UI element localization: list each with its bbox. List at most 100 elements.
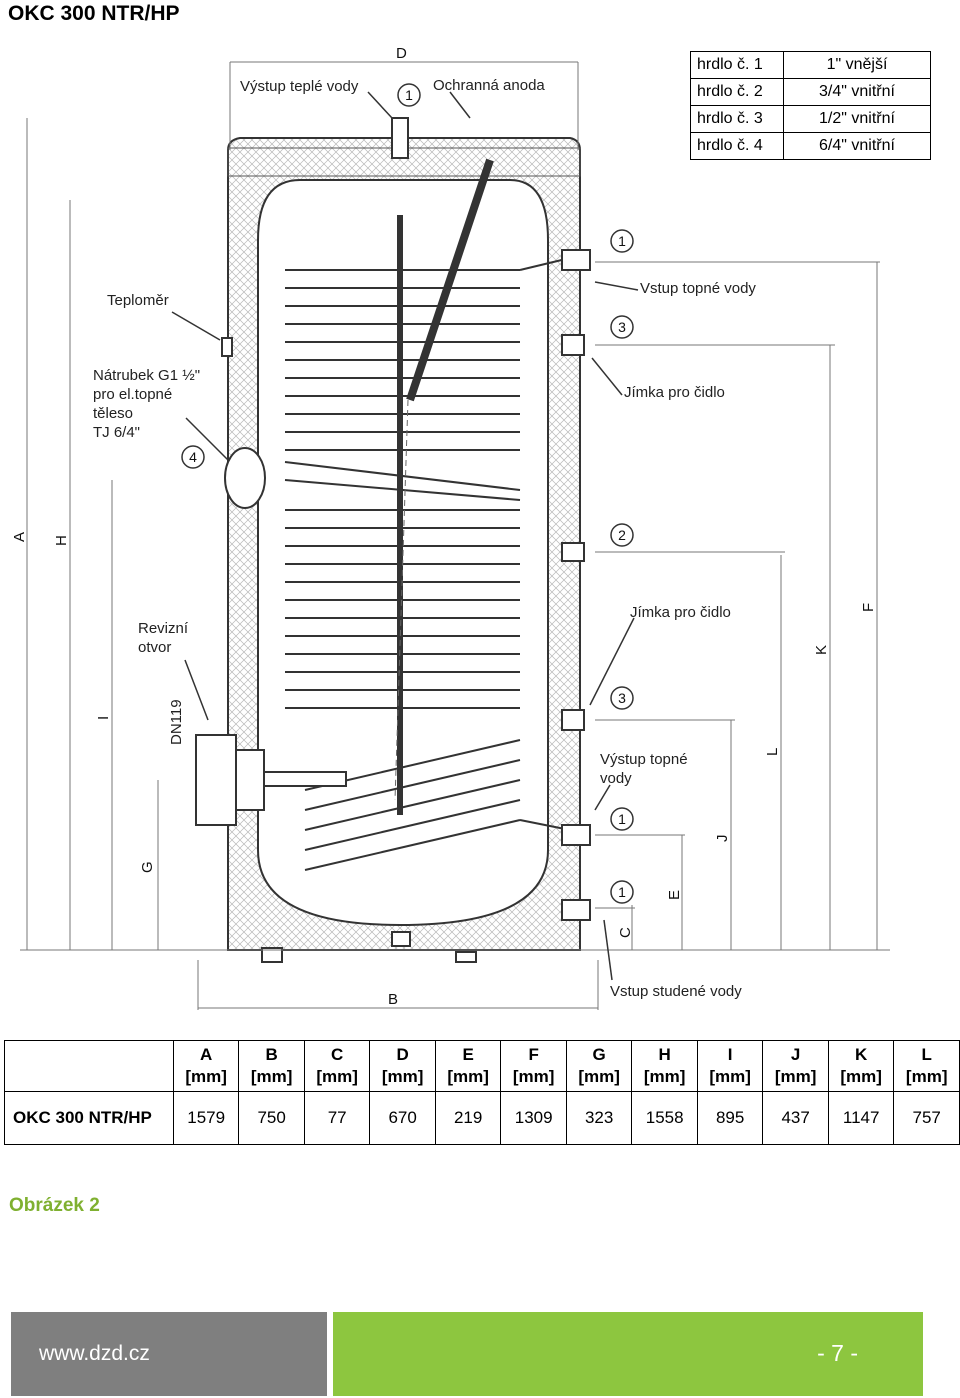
col-unit: [mm]: [185, 1067, 227, 1086]
thermometer-label: Teploměr: [107, 292, 169, 309]
figure-caption: Obrázek 2: [9, 1195, 100, 1216]
table-corner: [4, 1040, 174, 1092]
heating-inlet-label: Vstup topné vody: [640, 280, 756, 297]
hot-water-outlet-label: Výstup teplé vody: [240, 78, 359, 95]
dimension-lines: [20, 61, 890, 1010]
anode-axis: [394, 399, 409, 801]
callout-number: 3: [618, 690, 626, 706]
value-cell: 757: [893, 1091, 960, 1145]
heating-outlet-label-line1: Výstup topné: [600, 751, 688, 768]
sensor-well-label: Jímka pro čidlo: [624, 384, 725, 401]
dim-letter-f: F: [860, 603, 877, 612]
col-header: G [mm]: [565, 1040, 633, 1092]
socket-label-line1: Nátrubek G1 ½": [93, 367, 200, 384]
anode-label: Ochranná anoda: [433, 77, 545, 94]
bottom-drain: [391, 931, 411, 947]
cold-water-inlet-label: Vstup studené vody: [610, 983, 742, 1000]
callout-number: 3: [618, 319, 626, 335]
col-unit: [mm]: [905, 1067, 948, 1086]
callout-circles: [181, 83, 634, 904]
col-letter: J: [790, 1045, 801, 1064]
heater-socket: [224, 447, 266, 509]
hot-water-outlet-pipe: [391, 117, 409, 159]
socket-label-line4: TJ 6/4": [93, 424, 140, 441]
value-cell: 77: [303, 1091, 371, 1145]
col-header: E [mm]: [434, 1040, 502, 1092]
col-header: K[mm]: [827, 1040, 895, 1092]
thermometer-socket: [221, 337, 233, 357]
value-cell: 1309: [500, 1091, 567, 1145]
leader-lines: [171, 91, 639, 981]
value-cell: 219: [434, 1091, 502, 1145]
col-unit: [mm]: [643, 1067, 686, 1086]
col-letter: G: [592, 1045, 606, 1064]
col-header: D [mm]: [369, 1040, 436, 1092]
col-unit: [mm]: [709, 1067, 751, 1086]
legend-label: hrdlo č. 4: [690, 132, 784, 160]
col-letter: K: [855, 1045, 868, 1064]
tank-technical-drawing: 1 1 3 4 2 3 1 1 Výstup teplé vody Ochran…: [11, 45, 890, 1010]
legend-value: 3/4" vnitřní: [783, 78, 931, 106]
col-letter: B: [265, 1045, 278, 1064]
revision-cover: [235, 749, 265, 811]
col-letter: A: [200, 1045, 213, 1064]
revision-flange: [195, 734, 237, 826]
footer-url-link[interactable]: www.dzd.cz: [39, 1342, 150, 1365]
value-cell: 670: [369, 1091, 436, 1145]
legend-label: hrdlo č. 1: [690, 51, 784, 79]
legend-value: 1" vnější: [783, 51, 931, 79]
dim-letter-h: H: [53, 535, 70, 546]
value-cell: 1147: [827, 1091, 895, 1145]
dimensions-table: A [mm] B [mm] C [mm] D [mm] E [mm] F[mm] G [mm…: [4, 1040, 960, 1145]
callout-number: 1: [405, 87, 413, 103]
col-unit: [mm]: [316, 1067, 358, 1086]
footer-right-band: - 7 -: [333, 1312, 923, 1396]
revision-label-line1: Revizní: [138, 620, 189, 637]
col-unit: [mm]: [381, 1067, 424, 1086]
col-letter: C: [331, 1045, 344, 1064]
socket-label-line3: těleso: [93, 405, 133, 422]
col-header: A [mm]: [172, 1040, 240, 1092]
dn-label: DN119: [168, 699, 185, 745]
left-foot: [261, 947, 283, 963]
col-letter: D: [396, 1045, 409, 1064]
value-cell: 1579: [172, 1091, 240, 1145]
col-header: B [mm]: [238, 1040, 305, 1092]
col-header: F[mm]: [500, 1040, 567, 1092]
col-unit: [mm]: [578, 1067, 620, 1086]
col-header: L [mm]: [893, 1040, 960, 1092]
callout-number: 1: [618, 811, 626, 827]
right-nozzles: [561, 249, 591, 921]
legend-value: 1/2" vnitřní: [783, 105, 931, 133]
dim-letter-a: A: [11, 532, 28, 542]
legend-value: 6/4" vnitřní: [783, 132, 931, 160]
dim-letter-l: L: [764, 748, 781, 756]
model-cell: OKC 300 NTR/HP: [4, 1091, 174, 1145]
dim-letter-k: K: [813, 645, 830, 655]
callout-number: 1: [618, 884, 626, 900]
value-cell: 750: [238, 1091, 305, 1145]
table-row: OKC 300 NTR/HP 1579 750 77 670 219 1309 …: [4, 1091, 960, 1145]
dim-letter-c: C: [617, 927, 634, 938]
col-unit: [mm]: [250, 1067, 293, 1086]
col-letter: L: [921, 1045, 932, 1064]
col-header: I [mm]: [696, 1040, 764, 1092]
right-foot: [455, 951, 477, 963]
col-header: H[mm]: [631, 1040, 698, 1092]
value-cell: 437: [762, 1091, 829, 1145]
col-letter: I: [727, 1045, 733, 1064]
col-unit: [mm]: [512, 1067, 555, 1086]
dim-letter-g: G: [139, 861, 156, 873]
col-unit: [mm]: [447, 1067, 489, 1086]
dim-letter-i: I: [95, 716, 112, 720]
callout-number: 2: [618, 527, 626, 543]
col-header: J[mm]: [762, 1040, 829, 1092]
col-letter: E: [462, 1045, 474, 1064]
value-cell: 1558: [631, 1091, 698, 1145]
dim-letter-j: J: [714, 835, 731, 843]
footer-left-band: www.dzd.cz: [11, 1312, 327, 1396]
